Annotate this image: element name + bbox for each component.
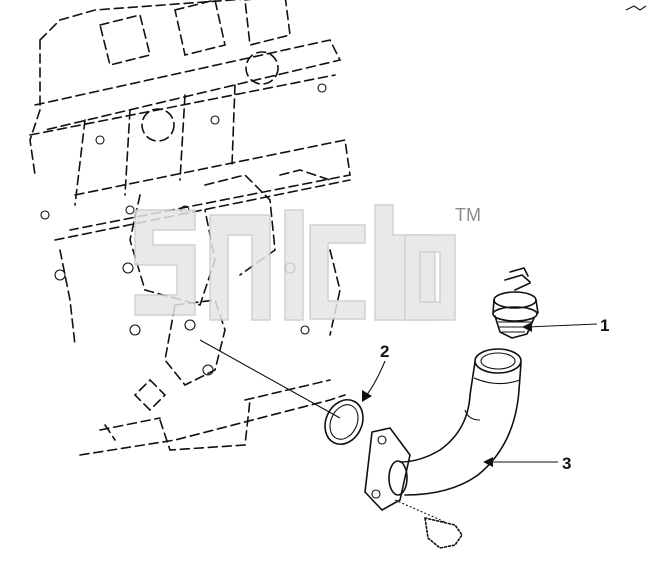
callout-2-number: 2 — [380, 342, 389, 361]
callout-1: 1 — [522, 316, 609, 335]
trademark-symbol: TM — [455, 205, 481, 225]
corner-mark — [625, 5, 647, 11]
callout-3: 3 — [483, 454, 571, 473]
callout-3-number: 3 — [562, 454, 571, 473]
callout-1-number: 1 — [600, 316, 609, 335]
part-2-gasket — [324, 399, 364, 445]
engine-block-outline — [29, 0, 351, 456]
callout-2: 2 — [362, 342, 389, 402]
part-3-elbow-tube — [364, 348, 522, 549]
watermark-logo: TM — [134, 204, 481, 321]
assembly-line — [199, 339, 341, 419]
